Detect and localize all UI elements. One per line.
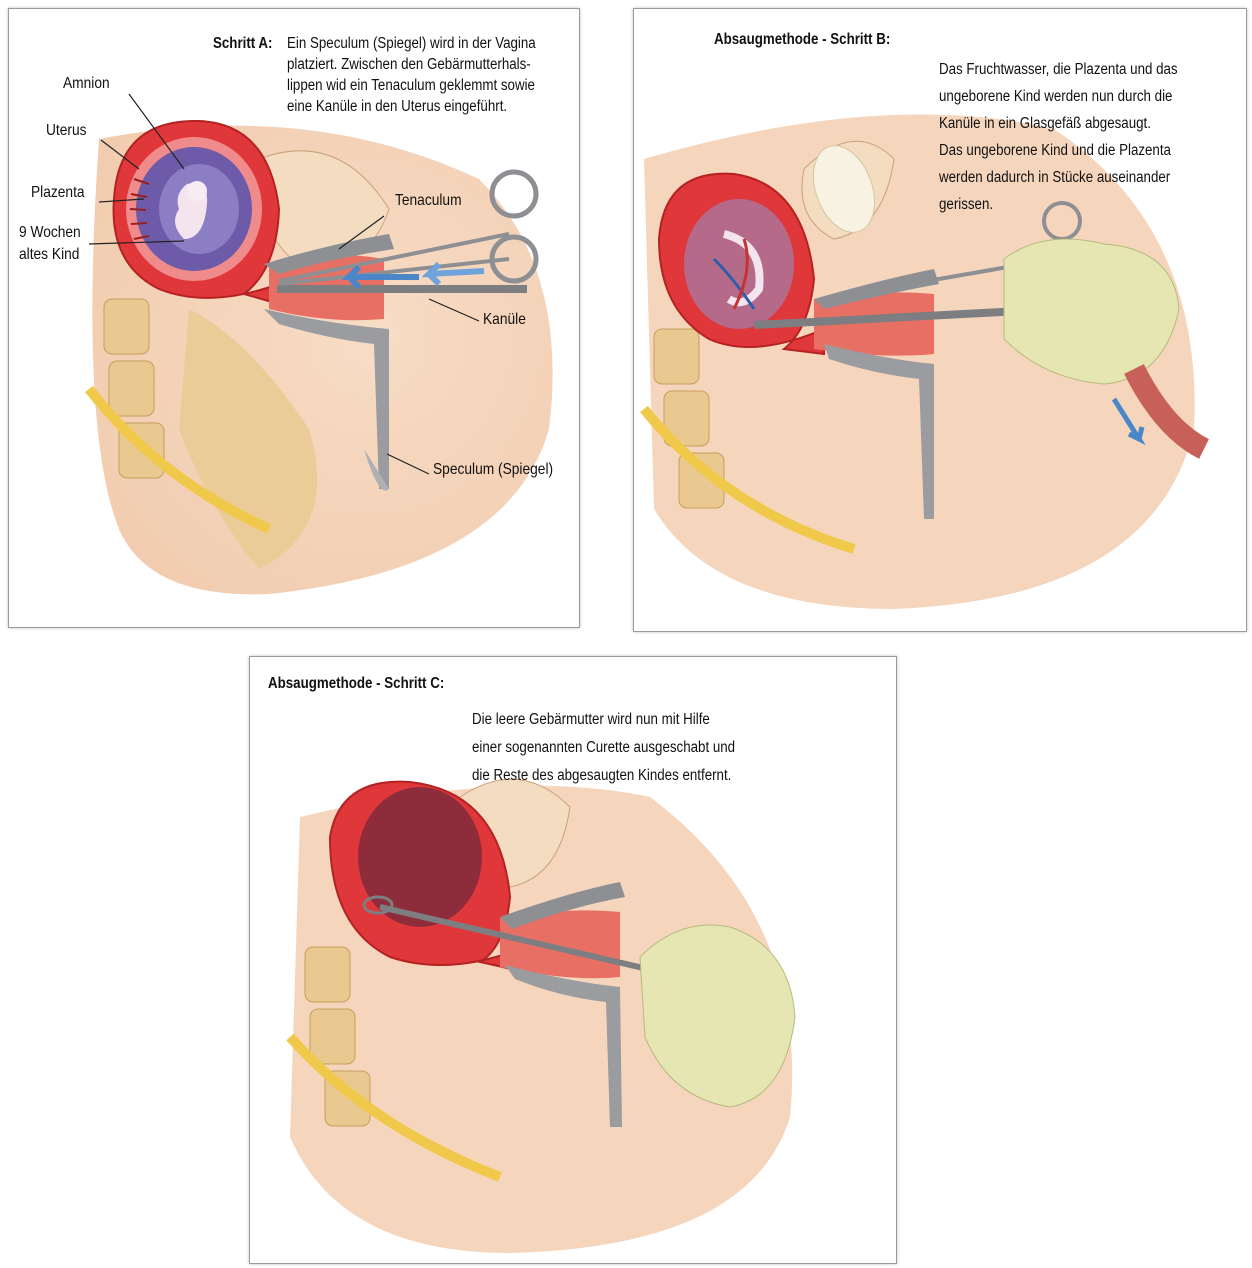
label-tenaculum: Tenaculum [395,192,462,210]
description-line-3: lippen wid ein Tenaculum geklemmt sowie [287,75,535,96]
heading-step-b: Absaugmethode - Schritt B: [714,29,890,50]
description-line-5: werden dadurch in Stücke auseinander [939,167,1170,188]
heading-step-c: Absaugmethode - Schritt C: [268,673,444,694]
description-line-2: ungeborene Kind werden nun durch die [939,86,1172,107]
label-speculum: Speculum (Spiegel) [433,461,553,479]
label-kind-line-2: altes Kind [19,246,79,264]
description-line-3: die Reste des abgesaugten Kindes entfern… [472,765,731,786]
description-line-6: gerissen. [939,194,993,215]
label-plazenta: Plazenta [31,184,85,202]
panel-step-a: Schritt A: Ein Speculum (Spiegel) wird i… [8,8,580,628]
panel-step-c: Absaugmethode - Schritt C: Die leere Geb… [249,656,897,1264]
description-line-1: Das Fruchtwasser, die Plazenta und das [939,59,1178,80]
description-line-3: Kanüle in ein Glasgefäß abgesaugt. [939,113,1151,134]
description-line-4: Das ungeborene Kind und die Plazenta [939,140,1171,161]
panel-step-b: Absaugmethode - Schritt B: Das Fruchtwas… [633,8,1247,632]
description-line-4: eine Kanüle in den Uterus eingeführt. [287,96,507,117]
label-kind-line-1: 9 Wochen [19,224,81,242]
label-kanule: Kanüle [483,311,526,329]
description-line-2: platziert. Zwischen den Gebärmutterhals- [287,54,531,75]
description-line-1: Die leere Gebärmutter wird nun mit Hilfe [472,709,710,730]
description-line-1: Ein Speculum (Spiegel) wird in der Vagin… [287,33,536,54]
label-uterus: Uterus [46,122,87,140]
heading-step-a: Schritt A: [213,33,273,54]
label-amnion: Amnion [63,75,110,93]
description-line-2: einer sogenannten Curette ausgeschabt un… [472,737,735,758]
